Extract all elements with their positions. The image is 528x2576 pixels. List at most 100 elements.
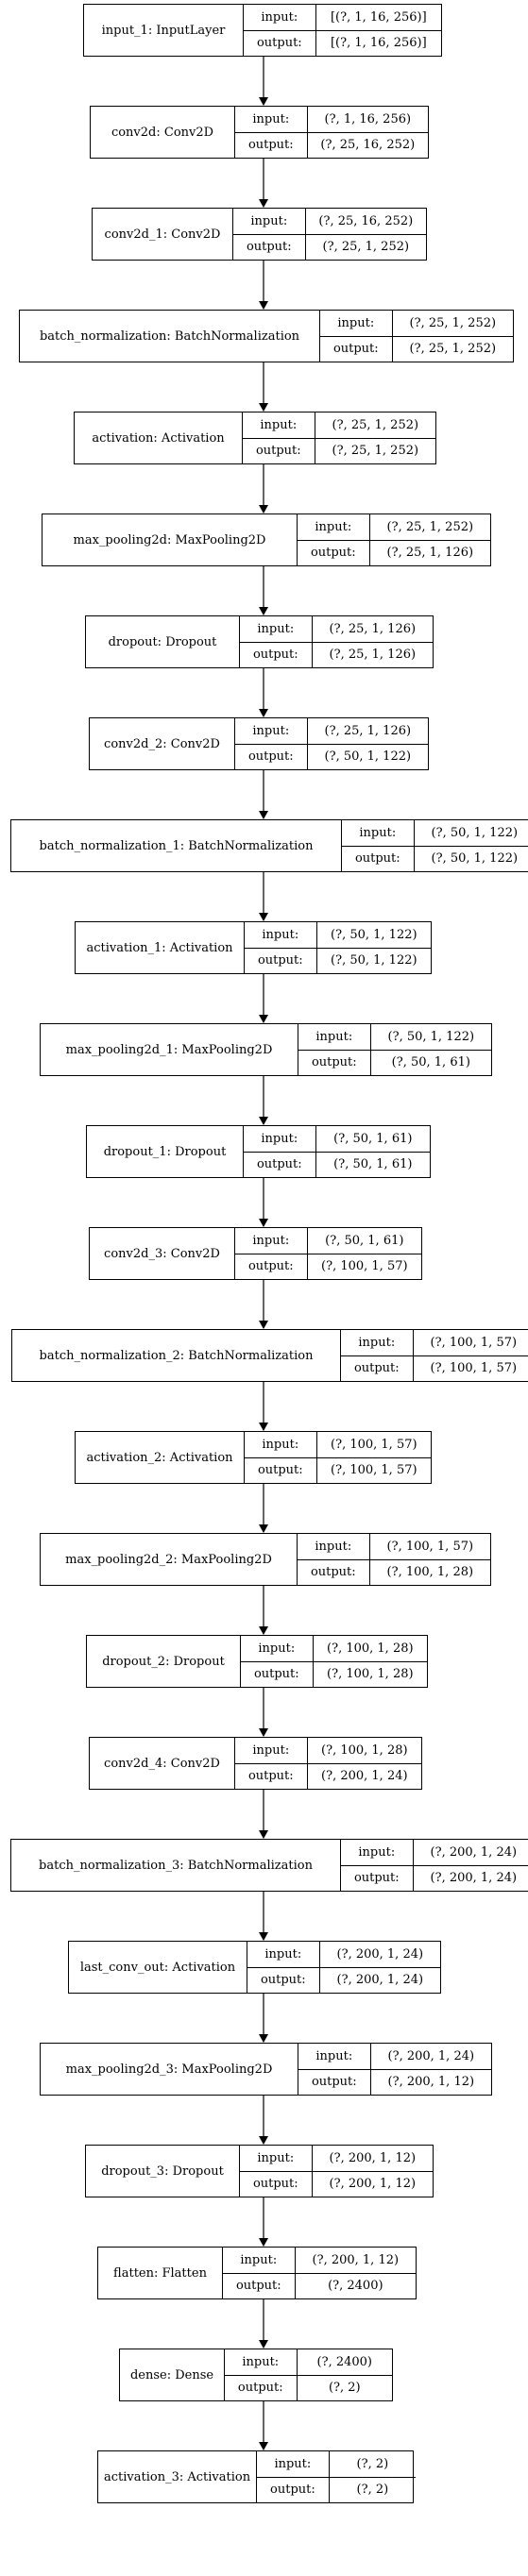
layer-io-table: input:(?, 100, 1, 28)output:(?, 200, 1, … [235, 1738, 421, 1789]
layer-name: max_pooling2d: MaxPooling2D [43, 514, 298, 565]
input-shape: (?, 25, 1, 126) [329, 621, 417, 636]
output-shape: (?, 50, 1, 61) [391, 1055, 470, 1070]
output-row: output:(?, 25, 16, 252) [235, 131, 428, 158]
layer-name: conv2d_4: Conv2D [90, 1738, 235, 1789]
layer-name: dropout: Dropout [86, 616, 240, 667]
output-row: output:(?, 200, 1, 24) [247, 1966, 440, 1993]
input-label: input: [342, 820, 415, 846]
input-shape: [(?, 1, 16, 256)] [330, 9, 427, 25]
layer-io-table: input: (?, 50, 1, 122) output:(?, 50, 1, 6… [298, 1024, 491, 1075]
output-shape: (?, 50, 1, 61) [333, 1157, 413, 1172]
layer-name: activation_1: Activation [76, 922, 245, 973]
input-label: input: [233, 209, 306, 234]
output-shape: (?, 2400) [328, 2279, 383, 2294]
layer-io-table: input:(?, 2400)output:(?, 2) [225, 2349, 392, 2400]
output-shape: (?, 100, 1, 57) [321, 1259, 408, 1274]
input-row: input:(?, 100, 1, 28) [241, 1636, 427, 1661]
layer-name: conv2d_3: Conv2D [90, 1228, 235, 1279]
input-label: input: [240, 616, 313, 642]
output-row: output:(?, 2400) [223, 2272, 416, 2298]
input-label: input: [245, 1432, 317, 1457]
input-shape: (?, 50, 1, 122) [331, 927, 417, 942]
output-shape: (?, 25, 1, 126) [386, 546, 474, 561]
output-shape: (?, 25, 1, 252) [332, 444, 419, 459]
layer-name: activation_3: Activation [98, 2451, 258, 2502]
input-shape: (?, 50, 1, 122) [431, 825, 519, 840]
layer-name: dropout_1: Dropout [87, 1126, 244, 1177]
input-label: input: [235, 1228, 308, 1254]
output-row: output:(?, 100, 1, 57) [341, 1355, 528, 1381]
output-shape: (?, 100, 1, 28) [327, 1667, 414, 1682]
input-label: input: [235, 107, 308, 132]
output-label: output: [245, 1457, 317, 1483]
output-shape: (?, 25, 1, 126) [329, 648, 417, 663]
layer-name: dropout_2: Dropout [87, 1636, 241, 1687]
output-label: output: [298, 1559, 370, 1585]
input-label: input: [244, 1126, 316, 1152]
output-row: output:(?, 50, 1, 122) [245, 947, 431, 973]
input-label: input: [241, 1636, 314, 1661]
output-row: output:[(?, 1, 16, 256)] [244, 29, 441, 56]
output-row: output:(?, 200, 1, 24) [235, 1762, 421, 1789]
output-row: output:(?, 50, 1, 122) [235, 743, 428, 769]
layer-name: batch_normalization_1: BatchNormalizatio… [11, 820, 342, 871]
layer-io-table: input:[(?, 1, 16, 256)]output:[(?, 1, 16… [244, 5, 441, 56]
layer-name: activation: Activation [75, 412, 243, 463]
output-label: output: [342, 846, 415, 871]
input-row: input:(?, 200, 1, 24) [341, 1840, 528, 1865]
input-row: input:(?, 25, 1, 252) [298, 514, 490, 540]
layer-io-table: input:(?, 25, 1, 252)output:(?, 25, 1, 1… [298, 514, 490, 565]
layer-io-table: input:(?, 25, 16, 252)output:(?, 25, 1, … [233, 209, 426, 260]
input-shape: (?, 50, 1, 122) [387, 1029, 475, 1044]
layer-name: activation_2: Activation [76, 1432, 245, 1483]
output-row: output:(?, 25, 1, 252) [243, 437, 435, 463]
input-label: input: [225, 2349, 298, 2375]
input-row: input:(?, 25, 1, 126) [235, 718, 428, 744]
output-label: output: [240, 642, 313, 667]
output-shape: (?, 25, 1, 252) [322, 240, 410, 255]
input-shape: (?, 1, 16, 256) [324, 111, 412, 126]
layer-name: batch_normalization_2: BatchNormalizatio… [12, 1330, 341, 1381]
output-shape: (?, 25, 16, 252) [320, 138, 416, 153]
layer-io-table: input:(?, 200, 1, 24)output:(?, 200, 1, … [341, 1840, 528, 1891]
layer-name: conv2d_2: Conv2D [90, 718, 235, 769]
input-shape: (?, 50, 1, 61) [333, 1131, 413, 1146]
layer-io-table: input:(?, 100, 1, 57)output:(?, 100, 1, … [298, 1534, 490, 1585]
input-label: input: [298, 1024, 371, 1050]
output-row: output: (?, 100, 1, 28) [298, 1558, 490, 1585]
output-row: output:(?, 100, 1, 57) [245, 1456, 431, 1483]
input-shape: (?, 100, 1, 57) [331, 1437, 417, 1452]
input-shape: (?, 200, 1, 24) [387, 2048, 475, 2063]
layer-io-table: input:(?, 50, 1, 61)output:(?, 50, 1, 61… [244, 1126, 430, 1177]
input-row: input:[(?, 1, 16, 256)] [244, 5, 441, 30]
layer-io-table: input:(?, 50, 1, 122)output:(?, 50, 1, 1… [342, 820, 528, 871]
input-label: input: [243, 412, 315, 438]
output-shape: (?, 50, 1, 122) [324, 749, 412, 765]
output-shape: (?, 100, 1, 28) [386, 1565, 474, 1580]
layer-node: batch_normalization_1: BatchNormalizatio… [10, 819, 528, 872]
output-row: output:(?, 50, 1, 61) [298, 1049, 491, 1075]
layer-io-table: input: (?, 100, 1, 57) output:(?, 100, 1, … [245, 1432, 431, 1483]
layer-name: input_1: InputLayer [84, 5, 244, 56]
input-label: input: [240, 2146, 313, 2171]
input-shape: (?, 25, 1, 126) [324, 723, 412, 738]
layer-io-table: input: (?, 1, 16, 256) output:(?, 25, 16, … [235, 107, 428, 158]
input-shape: (?, 100, 1, 28) [321, 1743, 408, 1758]
input-shape: (?, 2) [356, 2456, 389, 2471]
output-row: output:(?, 200, 1, 12) [298, 2068, 491, 2095]
input-shape: (?, 100, 1, 57) [430, 1335, 518, 1350]
output-label: output: [341, 1865, 414, 1891]
layer-node: batch_normalization_3: BatchNormalizatio… [10, 1839, 528, 1892]
